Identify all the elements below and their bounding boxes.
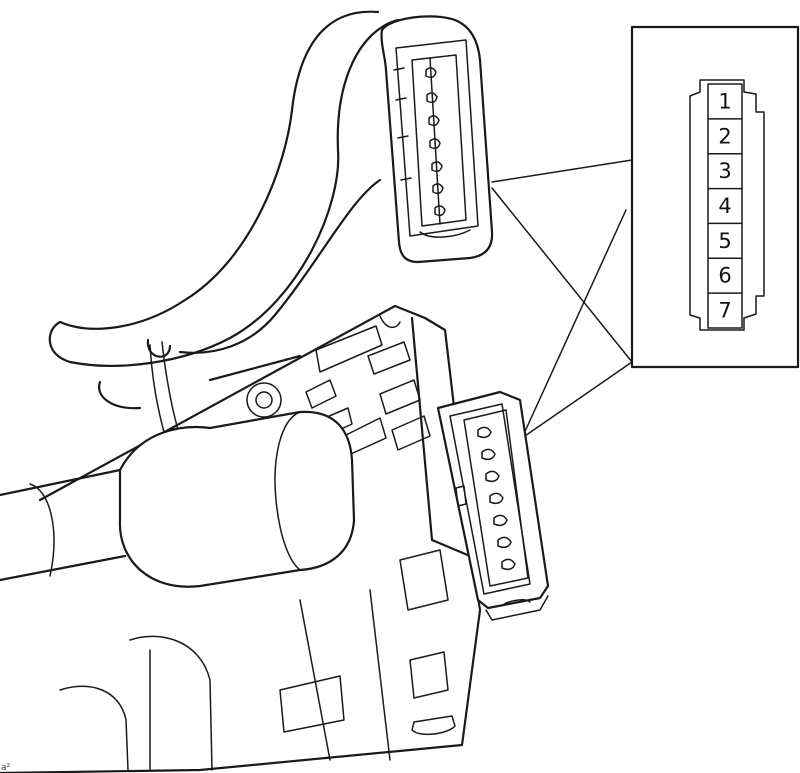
module-connector [436, 390, 550, 621]
pin-number-6: 6 [718, 264, 731, 288]
pin-number-2: 2 [718, 124, 731, 148]
module-connector-pins [477, 426, 516, 571]
pin-number-4: 4 [718, 194, 731, 218]
pin-number-5: 5 [718, 229, 731, 253]
pin-view-box: 1 2 3 4 5 6 7 [630, 25, 800, 369]
pin-number-3: 3 [718, 159, 731, 183]
leader-lines [491, 159, 633, 439]
pin-number-1: 1 [718, 89, 731, 113]
corner-mark: a² [1, 763, 11, 773]
harness-connector-pins [425, 67, 446, 217]
pin-number-7: 7 [718, 299, 731, 323]
pin-label-group: 1 2 3 4 5 6 7 [707, 89, 743, 323]
ignition-coil-cylinder [0, 410, 356, 588]
harness-connector [380, 15, 494, 264]
wire-harness [48, 10, 400, 433]
